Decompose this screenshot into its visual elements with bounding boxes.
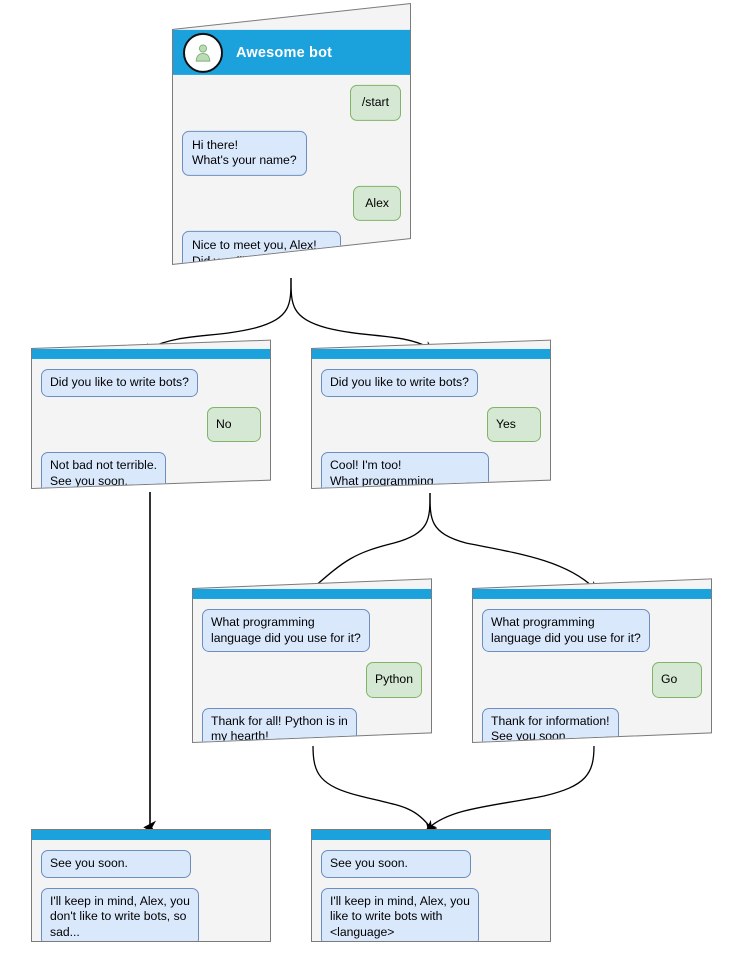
- bot-message-bubble[interactable]: Did you like to write bots?: [321, 368, 478, 397]
- node-start[interactable]: Awesome bot /start Hi there! What's your…: [172, 3, 411, 266]
- bot-message-bubble[interactable]: Did you like to write bots?: [41, 368, 198, 397]
- bot-message-bubble[interactable]: Cool! I'm too! What programming language…: [321, 451, 489, 489]
- edge-yes-to-python: [309, 492, 431, 596]
- message-row: Thank for information! See you soon.: [482, 707, 702, 743]
- bot-message-bubble[interactable]: Not bad not terrible. See you soon.: [41, 451, 167, 489]
- message-row: Go: [482, 661, 702, 698]
- message-row: Cool! I'm too! What programming language…: [321, 451, 541, 489]
- node-answer-yes[interactable]: Did you like to write bots? Yes Cool! I'…: [311, 339, 551, 489]
- bot-message-bubble[interactable]: See you soon.: [321, 850, 471, 878]
- node-start-chat: /start Hi there! What's your name? Alex …: [173, 75, 410, 266]
- node-answer-no-titlebar: [32, 348, 270, 359]
- node-end-no-titlebar: [32, 830, 270, 840]
- node-lang-python-titlebar: [193, 588, 431, 599]
- user-message-bubble[interactable]: Alex: [353, 185, 401, 221]
- message-row: What programming language did you use fo…: [202, 608, 422, 652]
- user-message-bubble[interactable]: /start: [349, 84, 401, 121]
- bot-message-bubble[interactable]: I'll keep in mind, Alex, you like to wri…: [321, 887, 479, 941]
- edge-python-to-end: [312, 745, 438, 831]
- node-lang-go-chat: What programming language did you use fo…: [473, 599, 711, 743]
- node-answer-yes-chat: Did you like to write bots? Yes Cool! I'…: [312, 359, 550, 489]
- node-answer-no[interactable]: Did you like to write bots? No Not bad n…: [31, 339, 271, 489]
- message-row: Did you like to write bots?: [41, 368, 261, 397]
- message-row: Did you like to write bots?: [321, 368, 541, 397]
- message-row: Thank for all! Python is in my hearth! S…: [202, 707, 422, 743]
- bot-message-bubble[interactable]: What programming language did you use fo…: [482, 608, 650, 652]
- edge-start-to-yes: [290, 277, 438, 353]
- bot-message-bubble[interactable]: Hi there! What's your name?: [182, 130, 307, 176]
- node-lang-go[interactable]: What programming language did you use fo…: [472, 578, 712, 743]
- node-lang-go-titlebar: [473, 588, 711, 599]
- bot-message-bubble[interactable]: What programming language did you use fo…: [202, 608, 370, 652]
- bot-message-bubble[interactable]: See you soon.: [41, 850, 191, 878]
- message-row: Yes: [321, 406, 541, 442]
- node-end-no[interactable]: See you soon. I'll keep in mind, Alex, y…: [31, 829, 271, 942]
- message-row: See you soon.: [41, 850, 261, 878]
- node-lang-python-chat: What programming language did you use fo…: [193, 599, 431, 743]
- node-lang-python[interactable]: What programming language did you use fo…: [192, 578, 432, 743]
- message-row: Alex: [182, 185, 401, 221]
- user-message-bubble[interactable]: Python: [366, 661, 422, 698]
- node-start-bot-name: Awesome bot: [236, 44, 333, 61]
- message-row: Python: [202, 661, 422, 698]
- message-row: See you soon.: [321, 850, 541, 878]
- message-row: I'll keep in mind, Alex, you don't like …: [41, 887, 261, 941]
- node-start-titlebar: Awesome bot: [173, 29, 410, 75]
- user-message-bubble[interactable]: Go: [652, 661, 702, 698]
- node-end-yes-chat: See you soon. I'll keep in mind, Alex, y…: [312, 840, 550, 941]
- node-answer-yes-titlebar: [312, 348, 550, 359]
- edge-go-to-end: [426, 745, 595, 835]
- edge-yes-to-go: [429, 492, 602, 593]
- user-message-bubble[interactable]: Yes: [487, 406, 541, 442]
- message-row: /start: [182, 84, 401, 121]
- person-avatar-icon: [183, 32, 223, 73]
- message-row: What programming language did you use fo…: [482, 608, 702, 652]
- user-message-bubble[interactable]: No: [207, 406, 261, 442]
- node-end-no-chat: See you soon. I'll keep in mind, Alex, y…: [32, 840, 270, 941]
- bot-message-bubble[interactable]: Thank for all! Python is in my hearth! S…: [202, 707, 357, 743]
- node-answer-no-chat: Did you like to write bots? No Not bad n…: [32, 359, 270, 489]
- bot-message-bubble[interactable]: I'll keep in mind, Alex, you don't like …: [41, 887, 199, 941]
- node-end-yes-titlebar: [312, 830, 550, 840]
- message-row: Nice to meet you, Alex! Did you like to …: [182, 230, 401, 266]
- edge-start-to-no: [147, 277, 292, 355]
- message-row: I'll keep in mind, Alex, you like to wri…: [321, 887, 541, 941]
- message-row: Not bad not terrible. See you soon.: [41, 451, 261, 489]
- message-row: Hi there! What's your name?: [182, 130, 401, 176]
- bot-message-bubble[interactable]: Thank for information! See you soon.: [482, 707, 619, 743]
- node-end-yes[interactable]: See you soon. I'll keep in mind, Alex, y…: [311, 829, 551, 942]
- bot-message-bubble[interactable]: Nice to meet you, Alex! Did you like to …: [182, 230, 341, 266]
- message-row: No: [41, 406, 261, 442]
